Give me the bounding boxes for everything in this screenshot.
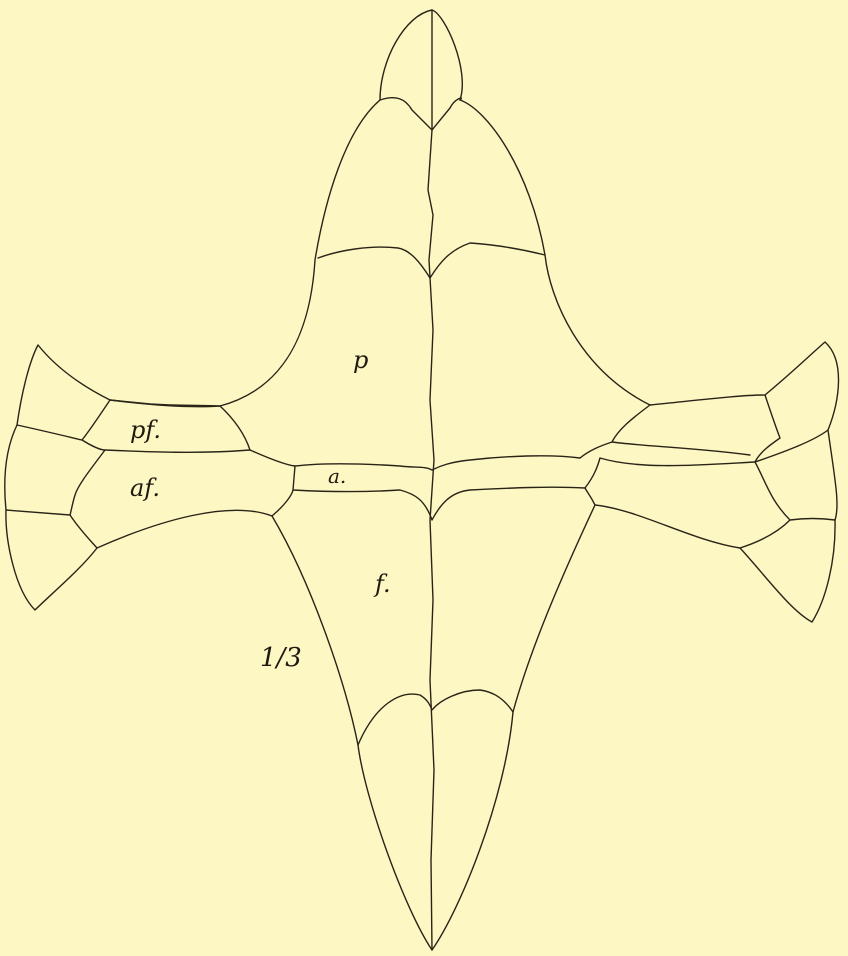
scale-fraction: 1/3: [260, 645, 302, 671]
label-a: a.: [328, 466, 346, 486]
pf-right-suture: [220, 406, 250, 450]
right-wing-divisions: [740, 395, 835, 548]
af-lower-suture: [6, 510, 97, 548]
frontal-lower-suture: [358, 690, 513, 745]
right-wing-upper-suture: [612, 405, 750, 455]
pf-upper-suture: [110, 400, 220, 406]
right-wing-mid-suture: [580, 430, 828, 488]
snout-suture: [380, 98, 461, 130]
upper-parietal-suture: [318, 243, 545, 278]
label-pf: pf.: [130, 418, 161, 442]
label-f: f.: [375, 572, 391, 596]
pf-left-suture: [82, 400, 110, 440]
af-left-suture: [70, 450, 105, 515]
midline-suture: [428, 10, 434, 950]
frontal-side-sutures: [272, 488, 595, 516]
label-p: p: [353, 348, 368, 372]
label-af: af.: [130, 476, 160, 500]
